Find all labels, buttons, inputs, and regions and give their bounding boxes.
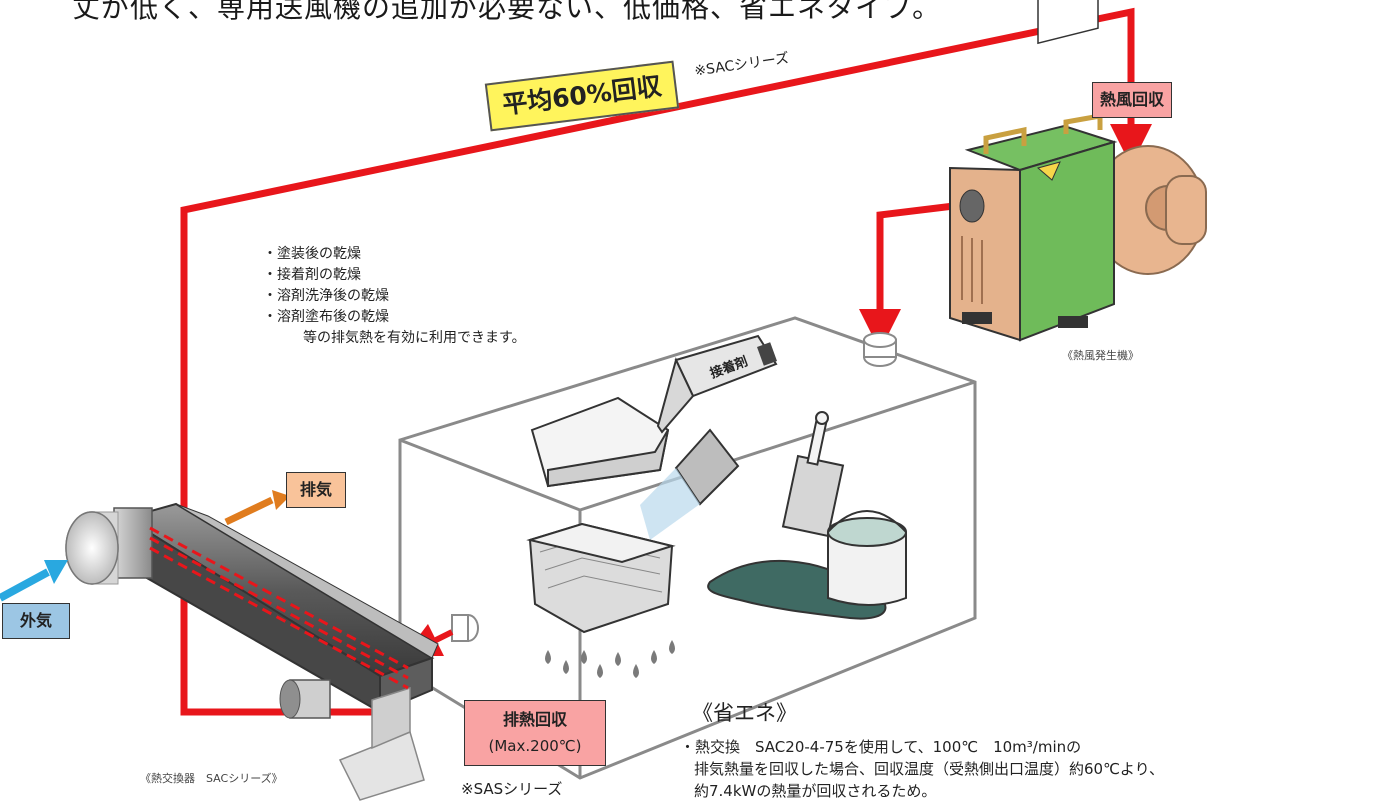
outside-air-badge: 外気 — [2, 603, 70, 639]
use-case-item: 塗装後の乾燥 — [263, 244, 526, 265]
use-case-item: 溶剤塗布後の乾燥 — [263, 307, 526, 328]
exhaust-heat-recovery-badge: 排熱回収 (Max.200℃) — [464, 700, 606, 766]
energy-line-1: ・熱交換 SAC20-4-75を使用して、100℃ 10m³/minの — [680, 738, 1082, 756]
energy-line-3: 約7.4kWの熱量が回収されるため。 — [694, 782, 937, 800]
exhaust-badge: 排気 — [286, 472, 346, 508]
box-outlet-port — [451, 614, 479, 642]
heat-exchanger-caption: 《熱交換器 SACシリーズ》 — [140, 772, 283, 785]
energy-saving-text: ・熱交換 SAC20-4-75を使用して、100℃ 10m³/minの 排気熱量… — [680, 736, 1164, 802]
heat-exchanger — [65, 502, 439, 801]
scraper-tray — [530, 396, 670, 488]
spray-nozzle-icon — [640, 428, 740, 540]
brush-icon — [781, 411, 845, 538]
wash-basket-icon — [526, 522, 676, 634]
hot-air-supply-line — [859, 201, 963, 351]
box-inlet-port — [863, 332, 897, 367]
use-case-item: 接着剤の乾燥 — [263, 265, 526, 286]
use-cases-list: 塗装後の乾燥 接着剤の乾燥 溶剤洗浄後の乾燥 溶剤塗布後の乾燥 等の排気熱を有効… — [263, 244, 526, 349]
hot-air-recovery-badge: 熱風回収 — [1092, 82, 1172, 118]
use-case-tail: 等の排気熱を有効に利用できます。 — [303, 330, 526, 346]
exhaust-arrow — [224, 496, 274, 526]
hot-air-generator — [949, 0, 1207, 342]
adhesive-tube-icon: 接着剤 — [656, 334, 778, 434]
recovery-duct-line — [180, 7, 1135, 716]
exchanger-flow-lines — [149, 526, 409, 690]
exhaust-heat-recovery-label: 排熱回収 — [502, 710, 567, 729]
intake-arrow — [0, 568, 50, 602]
use-case-item: 溶剤洗浄後の乾燥 — [263, 286, 526, 307]
water-drops — [545, 640, 675, 678]
hot-air-generator-caption: 《熱風発生機》 — [1062, 349, 1139, 362]
paint-can-icon — [827, 510, 907, 606]
energy-saving-title: 《省エネ》 — [692, 701, 797, 725]
max-temp-label: (Max.200℃) — [488, 737, 582, 755]
sas-series-note: ※SASシリーズ — [461, 780, 563, 798]
header-text: 丈が低く、専用送風機の追加が必要ない、低価格、省エネタイプ。 — [72, 0, 942, 24]
energy-line-2: 排気熱量を回収した場合、回収温度（受熱側出口温度）約60℃より、 — [694, 760, 1165, 778]
